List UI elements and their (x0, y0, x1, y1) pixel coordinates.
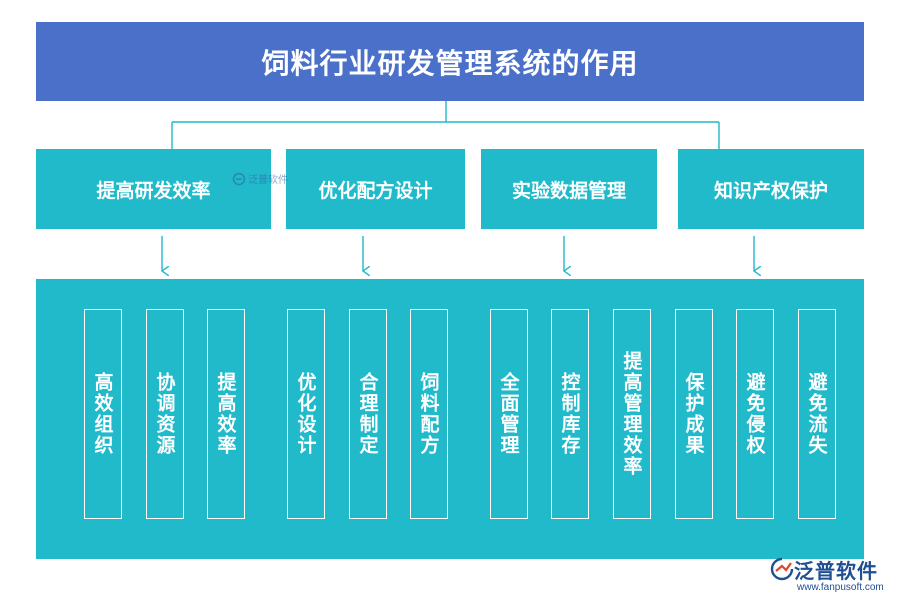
diagram-title: 饲料行业研发管理系统的作用 (36, 22, 864, 101)
details-panel (36, 279, 864, 559)
watermark-logo-icon (232, 172, 246, 185)
item-box: 协调资源 (146, 309, 184, 519)
category-label: 优化配方设计 (318, 179, 433, 202)
item-box: 合理制定 (349, 309, 387, 519)
item-box: 全面管理 (490, 309, 528, 519)
item-box: 控制库存 (551, 309, 589, 519)
category-box-2: 优化配方设计 (286, 149, 465, 229)
item-box: 保护成果 (675, 309, 713, 519)
watermark-text: 泛普软件 (248, 175, 288, 186)
brand-url: www.fanpusoft.com (797, 582, 884, 593)
item-box: 饲料配方 (410, 309, 448, 519)
category-label: 提高研发效率 (96, 179, 211, 202)
brand-logo: 泛普软件 www.fanpusoft.com (770, 555, 895, 597)
watermark: 泛普软件 (232, 171, 288, 186)
category-box-1: 提高研发效率 (36, 149, 271, 229)
brand-name: 泛普软件 (794, 559, 878, 583)
item-box: 提高管理效率 (613, 309, 651, 519)
item-box: 避免侵权 (736, 309, 774, 519)
category-box-4: 知识产权保护 (678, 149, 864, 229)
item-box: 优化设计 (287, 309, 325, 519)
brand-mark-icon (770, 557, 794, 581)
item-box: 提高效率 (207, 309, 245, 519)
item-box: 避免流失 (798, 309, 836, 519)
category-label: 实验数据管理 (511, 179, 626, 202)
category-label: 知识产权保护 (713, 179, 828, 202)
category-box-3: 实验数据管理 (481, 149, 657, 229)
item-box: 高效组织 (84, 309, 122, 519)
